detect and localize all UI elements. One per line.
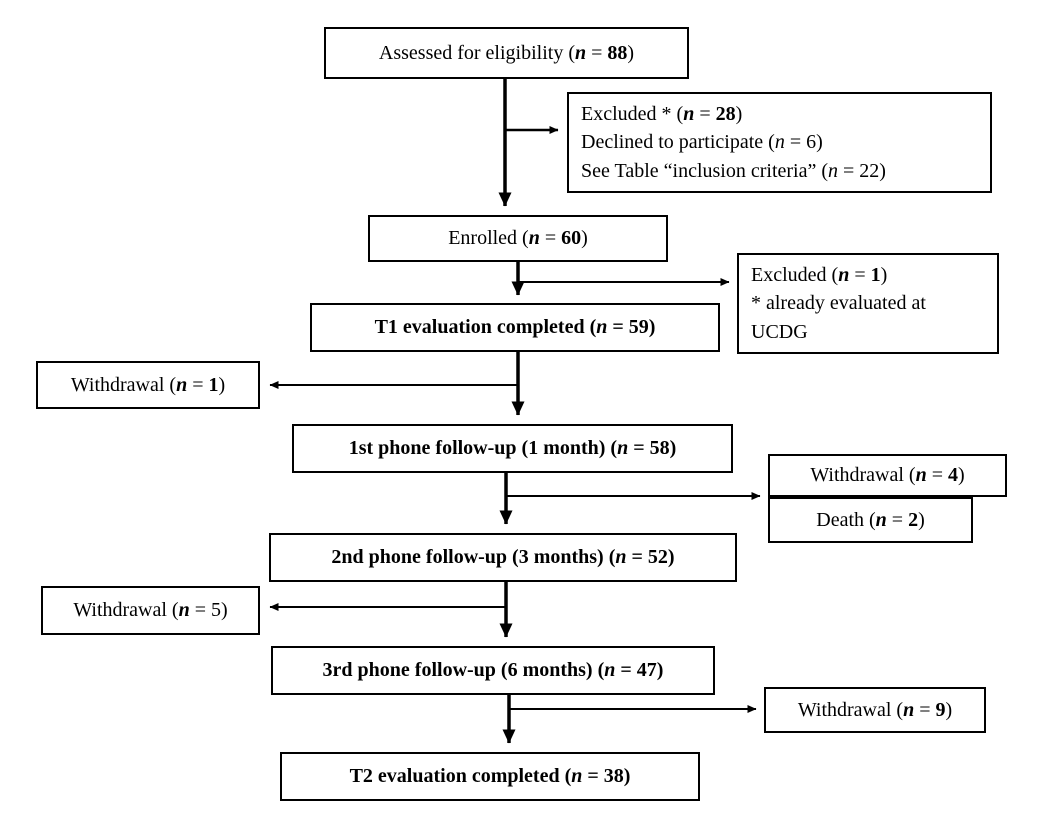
excluded-screening-line-1: Excluded * (n = 28): [581, 102, 743, 125]
node-t2-evaluation: T2 evaluation completed (n = 38): [280, 752, 700, 801]
node-excluded-ucdg-lines: Excluded (n = 1) * already evaluated at …: [739, 261, 926, 346]
node-withdrawal-9-label: Withdrawal (n = 9): [797, 698, 953, 721]
node-t1-evaluation: T1 evaluation completed (n = 59): [310, 303, 720, 352]
node-withdrawal-4: Withdrawal (n = 4): [768, 454, 1007, 497]
excluded-ucdg-line-2: * already evaluated at: [751, 292, 926, 315]
excluded-ucdg-line-1: Excluded (n = 1): [751, 263, 888, 286]
node-withdrawal-5: Withdrawal (n = 5): [41, 586, 260, 635]
excluded-screening-line-3: See Table “inclusion criteria” (n = 22): [581, 159, 886, 182]
node-assessed-label: Assessed for eligibility (n = 88): [378, 41, 635, 64]
node-followup-3months: 2nd phone follow-up (3 months) (n = 52): [269, 533, 737, 582]
excluded-ucdg-line-3: UCDG: [751, 320, 808, 343]
node-t2-evaluation-label: T2 evaluation completed (n = 38): [349, 765, 631, 788]
node-withdrawal-1-label: Withdrawal (n = 1): [70, 373, 226, 396]
node-withdrawal-1: Withdrawal (n = 1): [36, 361, 260, 409]
node-t1-evaluation-label: T1 evaluation completed (n = 59): [374, 316, 656, 339]
node-death-2: Death (n = 2): [768, 497, 973, 543]
node-withdrawal-5-label: Withdrawal (n = 5): [73, 599, 228, 622]
node-withdrawal-9: Withdrawal (n = 9): [764, 687, 986, 733]
node-excluded-screening-lines: Excluded * (n = 28) Declined to particip…: [569, 100, 886, 185]
node-excluded-ucdg: Excluded (n = 1) * already evaluated at …: [737, 253, 999, 354]
node-withdrawal-4-label: Withdrawal (n = 4): [810, 464, 965, 487]
node-excluded-screening: Excluded * (n = 28) Declined to particip…: [567, 92, 992, 193]
node-followup-1month-label: 1st phone follow-up (1 month) (n = 58): [348, 437, 677, 460]
node-followup-6months-label: 3rd phone follow-up (6 months) (n = 47): [322, 659, 664, 682]
node-death-2-label: Death (n = 2): [816, 508, 925, 531]
node-followup-6months: 3rd phone follow-up (6 months) (n = 47): [271, 646, 715, 695]
excluded-screening-line-2: Declined to participate (n = 6): [581, 131, 823, 154]
node-followup-1month: 1st phone follow-up (1 month) (n = 58): [292, 424, 733, 473]
node-assessed-for-eligibility: Assessed for eligibility (n = 88): [324, 27, 689, 79]
node-followup-3months-label: 2nd phone follow-up (3 months) (n = 52): [331, 546, 675, 569]
node-enrolled-label: Enrolled (n = 60): [448, 227, 588, 250]
node-enrolled: Enrolled (n = 60): [368, 215, 668, 262]
